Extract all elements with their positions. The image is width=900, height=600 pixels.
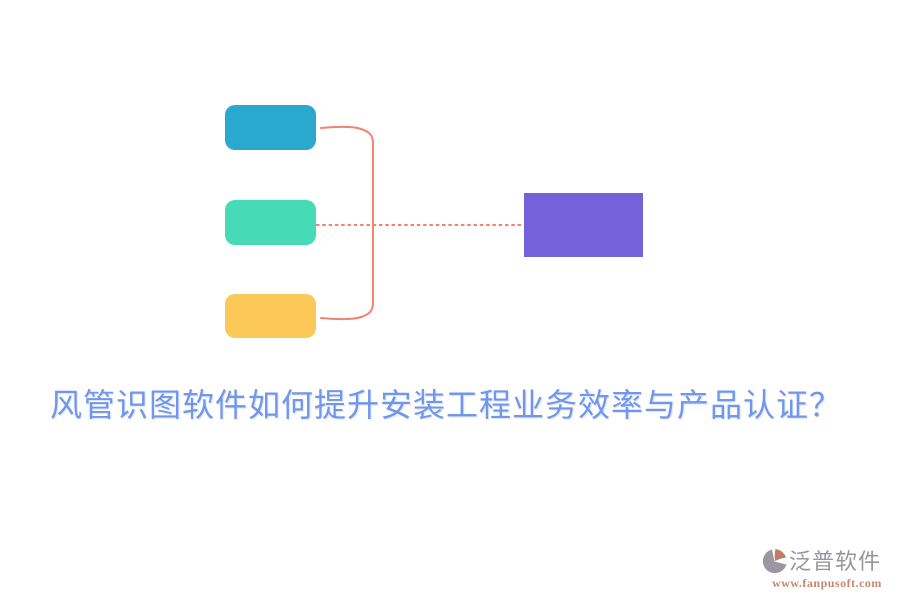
diagram-node-result	[524, 193, 643, 257]
diagram-node-top	[225, 105, 316, 150]
watermark-brand-text: 泛普软件	[789, 549, 882, 574]
bracket-connector	[320, 125, 374, 321]
watermark-brand-row: 泛普软件	[761, 548, 893, 575]
watermark-url-text: www.fanpusoft.com	[772, 576, 882, 590]
diagram-node-bottom	[225, 294, 316, 338]
fanpu-logo-icon	[761, 548, 788, 575]
watermark: 泛普软件 www.fanpusoft.com	[761, 548, 893, 591]
diagram-node-middle	[225, 200, 316, 245]
page-title: 风管识图软件如何提升安装工程业务效率与产品认证？	[50, 387, 843, 423]
